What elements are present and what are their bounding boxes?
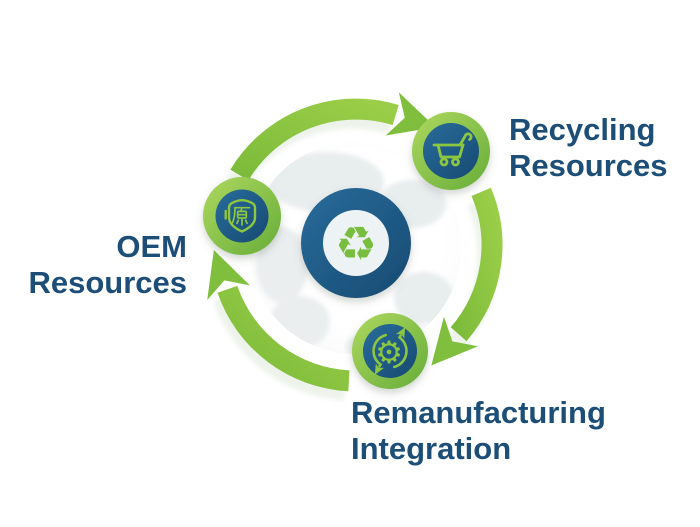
shield-original-icon: [224, 199, 257, 233]
cycle-arrow-left: [207, 250, 350, 392]
cycle-arrow-top: [230, 92, 436, 181]
node-recycling-resources: [412, 112, 490, 190]
label-recycling-line2: Resources: [509, 148, 668, 183]
shopping-cart-icon: [432, 132, 473, 167]
label-reman-line1: Remanufacturing: [351, 395, 606, 430]
node-remanufacturing-integration: ⚙: [352, 313, 428, 389]
cycle-arrow-right: [431, 187, 503, 366]
label-oem-line1: OEM: [116, 229, 187, 264]
label-oem-line2: Resources: [28, 265, 187, 300]
label-remanufacturing-integration: Remanufacturing Integration: [351, 395, 606, 467]
label-reman-line2: Integration: [351, 431, 512, 466]
label-recycling-resources: Recycling Resources: [509, 112, 668, 184]
node-center-recycle: ♻: [301, 188, 411, 298]
label-recycling-line1: Recycling: [509, 112, 656, 147]
cycle-arrows: [207, 92, 503, 392]
label-oem-resources: OEM Resources: [28, 229, 187, 301]
gear-refresh-arrows-icon: [372, 327, 408, 375]
recycle-icon: ♻: [335, 217, 377, 272]
node-oem-resources: [203, 177, 281, 255]
